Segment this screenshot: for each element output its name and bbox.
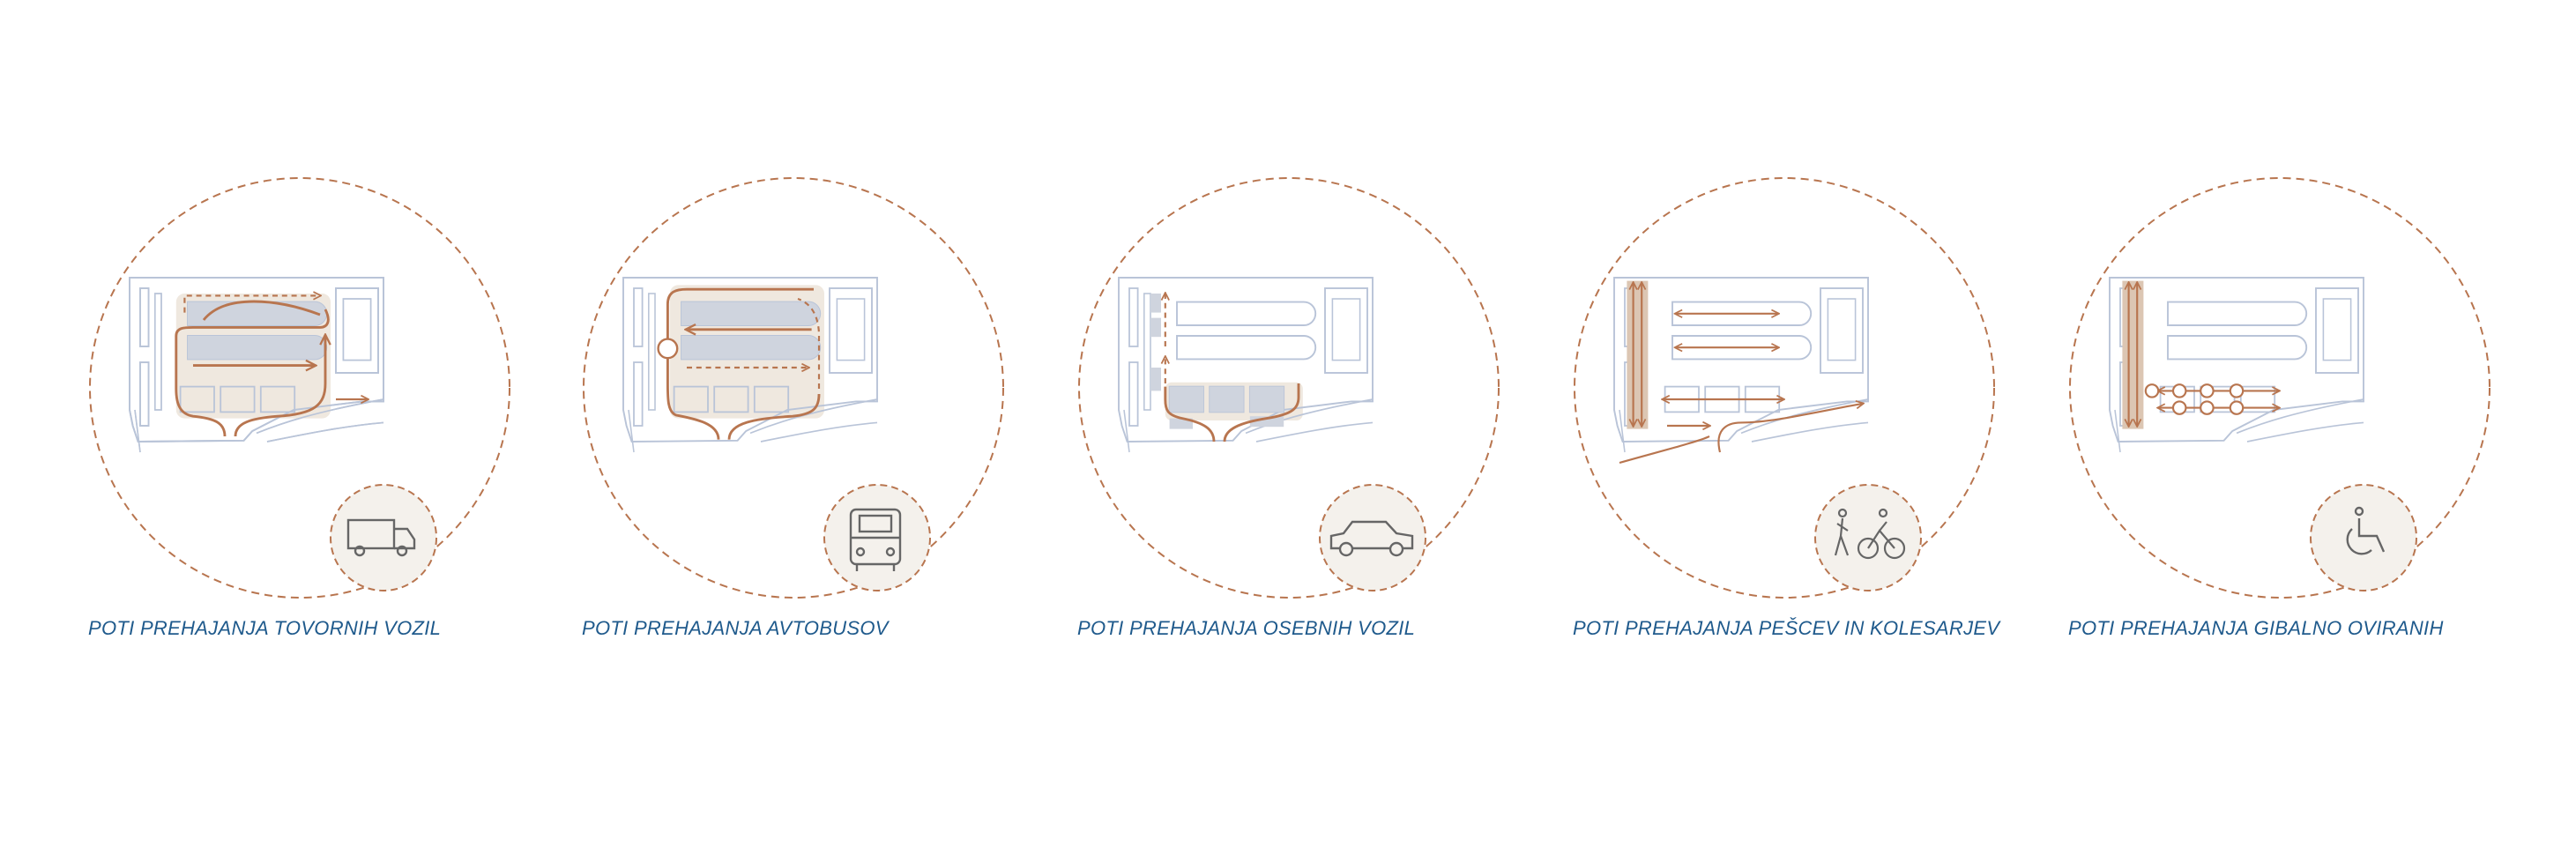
panel-caption: POTI PREHAJANJA PEŠCEV IN KOLESARJEV bbox=[1573, 617, 2000, 639]
panel-pedestrian: POTI PREHAJANJA PEŠCEV IN KOLESARJEV bbox=[1573, 167, 2014, 661]
pedestrian-cyclist-icon bbox=[1834, 508, 1906, 560]
pedestrian-route-diagram bbox=[1574, 177, 1995, 599]
panel-disabled: POTI PREHAJANJA GIBALNO OVIRANIH bbox=[2068, 167, 2509, 661]
freight-route-diagram bbox=[89, 177, 510, 599]
panel-caption: POTI PREHAJANJA GIBALNO OVIRANIH bbox=[2068, 617, 2444, 639]
bus-route-diagram bbox=[583, 177, 1004, 599]
panel-caption: POTI PREHAJANJA OSEBNIH VOZIL bbox=[1077, 617, 1416, 639]
car-route-diagram bbox=[1078, 177, 1500, 599]
panel-freight: POTI PREHAJANJA TOVORNIH VOZIL bbox=[88, 167, 529, 661]
car-icon bbox=[1329, 520, 1414, 557]
panel-bus: POTI PREHAJANJA AVTOBUSOV bbox=[582, 167, 1023, 661]
bus-icon bbox=[849, 508, 902, 571]
scope-circle bbox=[89, 177, 510, 599]
wheelchair-icon bbox=[2346, 506, 2386, 555]
panel-caption: POTI PREHAJANJA TOVORNIH VOZIL bbox=[88, 617, 442, 639]
panel-caption: POTI PREHAJANJA AVTOBUSOV bbox=[582, 617, 889, 639]
disabled-route-diagram bbox=[2069, 177, 2490, 599]
panel-car: POTI PREHAJANJA OSEBNIH VOZIL bbox=[1077, 167, 1518, 661]
truck-icon bbox=[346, 518, 416, 557]
